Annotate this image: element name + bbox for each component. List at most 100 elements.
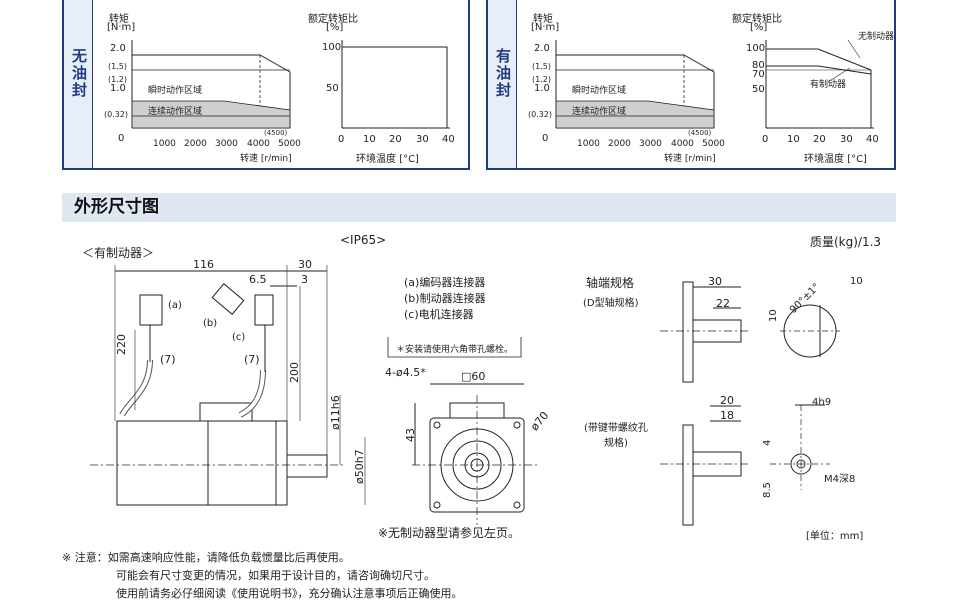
shaft-d-title: (D型轴规格) (583, 298, 639, 309)
derating-ylabel-unit: [%] (750, 22, 768, 33)
derating-xtick: 0 (338, 134, 345, 145)
shaft-key-dim-20: 20 (720, 394, 734, 407)
dim-6-5: 6.5 (249, 273, 267, 286)
derating-xlabel: 环境温度 [°C] (356, 154, 419, 165)
torque-ytick: 1.0 (110, 83, 126, 94)
note-line-3: 使用前请务必仔细阅读《使用说明书》，充分确认注意事项后正确使用。 (116, 587, 463, 600)
dim-200: 200 (288, 362, 301, 383)
shaft-key-title-1: (带键带螺纹孔 (584, 423, 648, 434)
torque-xtick: 1000 (153, 139, 176, 149)
torque-ylabel-unit: [N·m] (107, 22, 136, 33)
speed-torque-panel-no-oil-seal: 无油封 转矩 [N·m] 2.0 (1.5) (1.2) 1.0 (0.32) … (62, 0, 470, 170)
torque-xtick: 2000 (608, 139, 631, 149)
torque-ytick: 0 (542, 133, 549, 144)
shaft-key-dim-4: 4 (762, 439, 773, 446)
torque-xtick: 3000 (639, 139, 662, 149)
dim-43: 43 (404, 428, 417, 442)
torque-xtick: 4000 (247, 139, 270, 149)
ip-rating: <IP65> (340, 233, 387, 247)
derating-ytick: 50 (326, 83, 339, 94)
torque-ylabel: 转矩 (109, 14, 129, 25)
shaft-key-dim-8-5: 8.5 (762, 482, 773, 498)
derating-xtick: 30 (840, 134, 853, 145)
torque-xtick: 5000 (702, 139, 725, 149)
derating-xtick: 40 (442, 134, 455, 145)
dim-7b: (7) (244, 353, 260, 366)
torque-xlabel: 转速 [r/min] (664, 154, 716, 164)
curve-brake-label: 有制动器 (810, 80, 847, 90)
dim-50h7: ø50h7 (353, 449, 366, 484)
zone-continuous-label: 连续动作区域 (572, 107, 627, 117)
shaft-title: 轴端规格 (586, 276, 635, 290)
install-note: ＊安装请使用六角带孔螺栓。 (396, 345, 514, 355)
torque-xtick: 1000 (577, 139, 600, 149)
connector-legend-c: (c)电机连接器 (404, 308, 474, 321)
torque-ytick: (0.32) (104, 110, 129, 119)
shaft-d-dim-10b: 10 (850, 276, 863, 287)
torque-chart (555, 40, 715, 129)
derating-ytick: 70 (752, 69, 765, 80)
shaft-d-dim-22: 22 (716, 297, 730, 310)
unit-label: [单位：mm] (806, 531, 864, 542)
panel-side-label: 无油封 (70, 48, 88, 99)
derating-xtick: 20 (813, 134, 826, 145)
torque-xlabel: 转速 [r/min] (240, 154, 292, 164)
derating-ytick: 80 (752, 60, 765, 71)
panel-side-bar: 有油封 (488, 0, 517, 168)
derating-ylabel-unit: [%] (326, 22, 344, 33)
torque-ytick: 0 (118, 133, 125, 144)
derating-ytick: 50 (752, 84, 765, 95)
dim-7a: (7) (160, 353, 176, 366)
torque-ytick: (0.32) (528, 110, 553, 119)
derating-xtick: 20 (389, 134, 402, 145)
shaft-d-dim-30: 30 (708, 275, 722, 288)
dim-116: 116 (193, 258, 214, 271)
torque-xtick: 3000 (215, 139, 238, 149)
derating-ylabel: 额定转矩比 (732, 14, 782, 25)
mass-label: 质量(kg)/1.3 (810, 235, 882, 249)
derating-xtick: 10 (363, 134, 376, 145)
panel-side-bar: 无油封 (64, 0, 93, 168)
torque-ylabel: 转矩 (533, 14, 553, 25)
torque-ytick: (1.2) (532, 75, 551, 84)
derating-ytick: 100 (322, 42, 342, 53)
derating-ylabel: 额定转矩比 (308, 14, 358, 25)
connector-mark-c: (c) (232, 332, 246, 343)
shaft-key-dim-18: 18 (720, 409, 734, 422)
torque-ytick: 1.0 (534, 83, 550, 94)
torque-ytick: 2.0 (110, 43, 126, 54)
derating-chart (341, 40, 450, 129)
note-line-2: 可能会有尺寸变更的情况，如果用于设计目的，请咨询确切尺寸。 (116, 569, 435, 582)
zone-instant-label: 瞬时动作区域 (148, 86, 203, 96)
zone-instant-label: 瞬时动作区域 (572, 86, 627, 96)
torque-xtick: 5000 (278, 139, 301, 149)
derating-xtick: 10 (787, 134, 800, 145)
torque-ytick: (1.5) (108, 62, 127, 71)
shaft-key-dim-4h9: 4h9 (812, 397, 832, 408)
torque-ytick: (1.5) (532, 62, 551, 71)
drawing-variant-label: ＜有制动器＞ (82, 246, 155, 260)
speed-torque-panel-oil-seal: 有油封 转矩 [N·m] 2.0 (1.5) (1.2) 1.0 (0.32) … (486, 0, 896, 170)
derating-ytick: 100 (746, 43, 766, 54)
dim-220: 220 (115, 334, 128, 355)
dim-3: 3 (301, 273, 308, 286)
torque-chart (131, 40, 291, 129)
torque-ytick: 2.0 (534, 43, 550, 54)
connector-legend-a: (a)编码器连接器 (404, 276, 486, 289)
torque-xnote: (4500) (264, 129, 288, 137)
no-brake-reference: ※无制动器型请参见左页。 (378, 526, 521, 540)
connector-mark-a: (a) (168, 300, 182, 311)
zone-continuous-label: 连续动作区域 (148, 107, 203, 117)
torque-xtick: 2000 (184, 139, 207, 149)
dim-60: □60 (461, 370, 486, 383)
torque-xtick: 4000 (671, 139, 694, 149)
derating-xlabel: 环境温度 [°C] (804, 154, 867, 165)
torque-xnote: (4500) (688, 129, 712, 137)
shaft-d-dim-10: 10 (768, 309, 779, 322)
derating-xtick: 30 (416, 134, 429, 145)
connector-legend-b: (b)制动器连接器 (404, 292, 486, 305)
note-line-1: ※ 注意：如需高速响应性能，请降低负载惯量比后再使用。 (62, 551, 350, 564)
dim-11h6: ø11h6 (329, 395, 342, 430)
derating-xtick: 40 (866, 134, 879, 145)
